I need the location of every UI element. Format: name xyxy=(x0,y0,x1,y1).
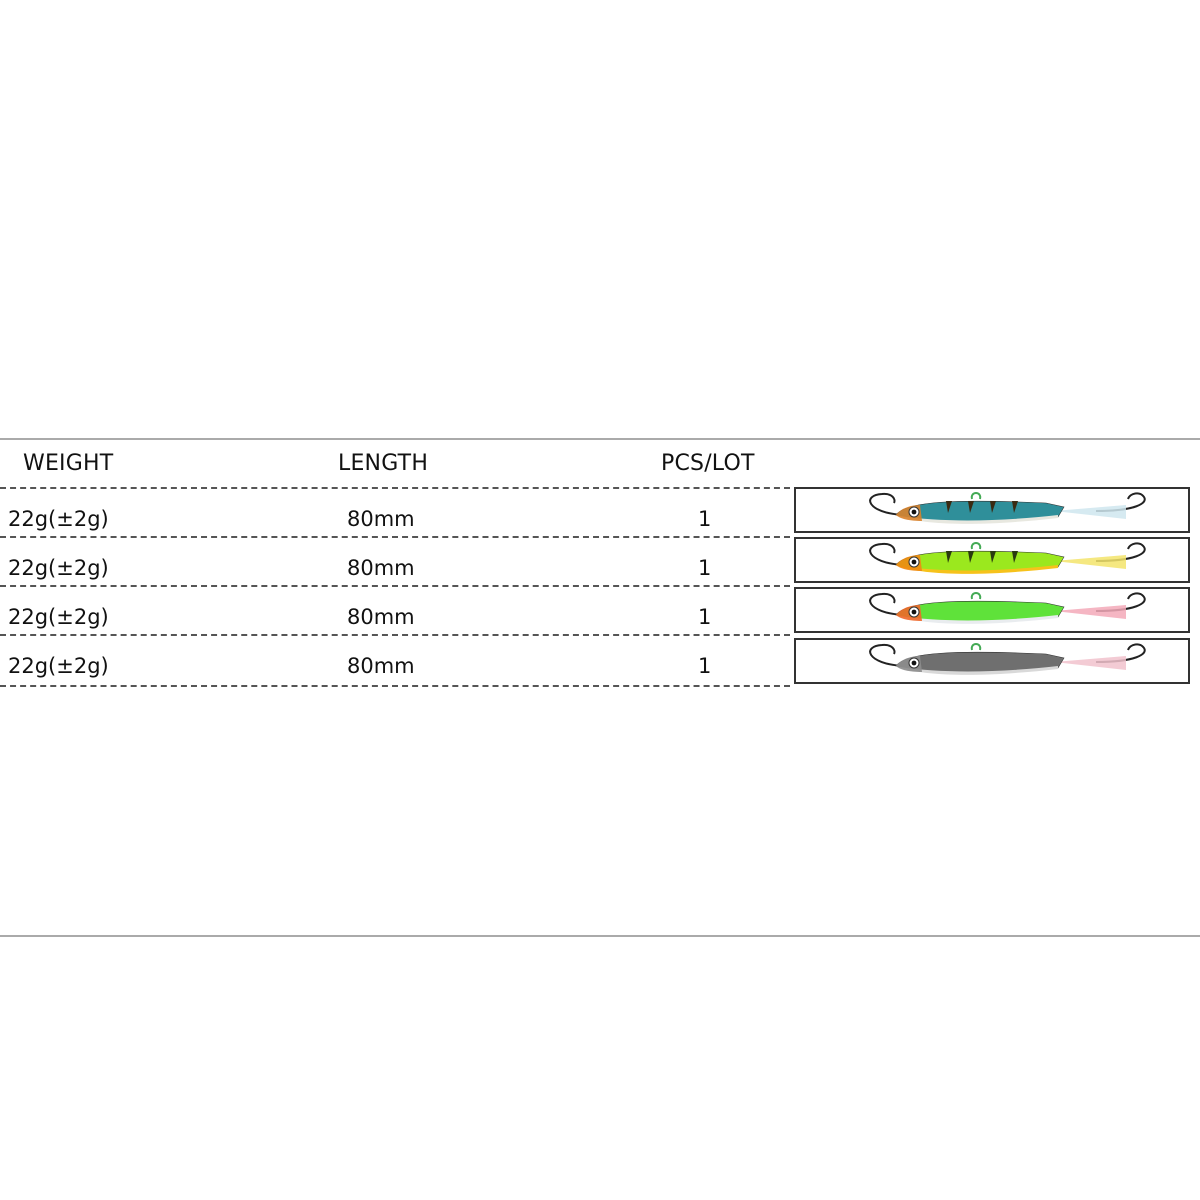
cell-weight: 22g(±2g) xyxy=(8,507,109,531)
lure-image-box xyxy=(794,537,1190,583)
row-divider xyxy=(0,585,790,587)
row-divider xyxy=(0,685,790,687)
lure-image-box xyxy=(794,638,1190,684)
lure-firetiger-icon xyxy=(869,542,1146,574)
lure-image-box xyxy=(794,587,1190,633)
cell-weight: 22g(±2g) xyxy=(8,556,109,580)
lure-image-box xyxy=(794,487,1190,533)
header-pcs-lot: PCS/LOT xyxy=(661,451,755,476)
lure-perch-icon xyxy=(869,492,1146,524)
row-divider xyxy=(0,536,790,538)
bottom-divider xyxy=(0,935,1200,937)
cell-length: 80mm xyxy=(347,507,415,531)
lure-green-silver-icon xyxy=(869,592,1146,624)
lure-silver-black-icon xyxy=(869,643,1146,675)
cell-pcs-lot: 1 xyxy=(698,654,712,678)
header-weight: WEIGHT xyxy=(23,451,114,476)
cell-length: 80mm xyxy=(347,605,415,629)
header-length: LENGTH xyxy=(338,451,429,476)
spec-table: WEIGHT LENGTH PCS/LOT 22g(±2g) 80mm 1 22… xyxy=(0,441,1200,691)
cell-weight: 22g(±2g) xyxy=(8,654,109,678)
cell-pcs-lot: 1 xyxy=(698,605,712,629)
row-divider xyxy=(0,634,790,636)
cell-length: 80mm xyxy=(347,654,415,678)
cell-weight: 22g(±2g) xyxy=(8,605,109,629)
cell-pcs-lot: 1 xyxy=(698,507,712,531)
row-divider xyxy=(0,487,790,489)
cell-length: 80mm xyxy=(347,556,415,580)
cell-pcs-lot: 1 xyxy=(698,556,712,580)
top-divider xyxy=(0,438,1200,440)
